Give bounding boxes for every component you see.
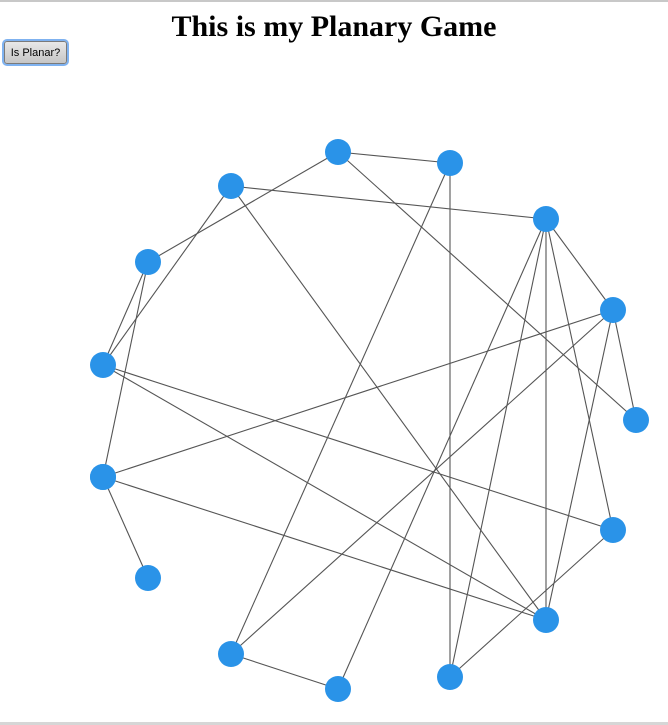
bottom-border — [0, 722, 668, 725]
graph-edge-n6-n9 — [102, 364, 614, 531]
graph-edge-n2-n11 — [230, 185, 547, 621]
graph-node-n11[interactable] — [533, 607, 559, 633]
graph-node-n12[interactable] — [135, 565, 161, 591]
graph-edge-n5-n11 — [545, 309, 614, 621]
graph-edge-n6-n4 — [102, 261, 149, 366]
graph-edge-n5-n7 — [612, 309, 637, 421]
graph-edge-n5-n8 — [102, 309, 614, 478]
graph-node-n15[interactable] — [218, 641, 244, 667]
graph-node-n13[interactable] — [437, 664, 463, 690]
graph-node-n0[interactable] — [325, 139, 351, 165]
graph-node-n1[interactable] — [437, 150, 463, 176]
graph-edge-n13-n9 — [449, 529, 614, 678]
graph-edge-n3-n9 — [545, 218, 614, 531]
graph-edge-n0-n7 — [337, 151, 637, 421]
graph-edge-n0-n1 — [337, 151, 451, 164]
graph-node-n7[interactable] — [623, 407, 649, 433]
graph-node-n9[interactable] — [600, 517, 626, 543]
graph-edge-n5-n3 — [545, 218, 614, 311]
graph-node-n2[interactable] — [218, 173, 244, 199]
graph-node-n4[interactable] — [135, 249, 161, 275]
graph-edge-n13-n3 — [449, 218, 547, 678]
graph-node-n10[interactable] — [90, 464, 116, 490]
is-planar-button[interactable]: Is Planar? — [4, 41, 67, 64]
graph-edge-n1-n15 — [230, 162, 451, 655]
graph-edge-n4-n8 — [102, 261, 149, 478]
nodes — [90, 139, 649, 702]
edges — [102, 151, 637, 690]
graph-edge-n11-n8 — [102, 476, 547, 621]
graph-edge-n6-n11 — [102, 364, 547, 621]
graph-edge-n0-n4 — [147, 151, 339, 263]
graph-edge-n10-n12 — [102, 476, 149, 579]
graph-node-n5[interactable] — [600, 297, 626, 323]
graph-edge-n2-n3 — [230, 185, 547, 220]
graph-edge-n2-n6 — [102, 185, 232, 366]
graph-node-n6[interactable] — [90, 352, 116, 378]
graph-edge-n3-n14 — [337, 218, 547, 690]
graph-edge-n15-n14 — [230, 653, 339, 690]
graph-node-n14[interactable] — [325, 676, 351, 702]
graph-edge-n5-n15 — [230, 309, 614, 655]
graph-node-n3[interactable] — [533, 206, 559, 232]
page-title: This is my Planary Game — [171, 10, 497, 43]
top-border — [0, 0, 668, 2]
